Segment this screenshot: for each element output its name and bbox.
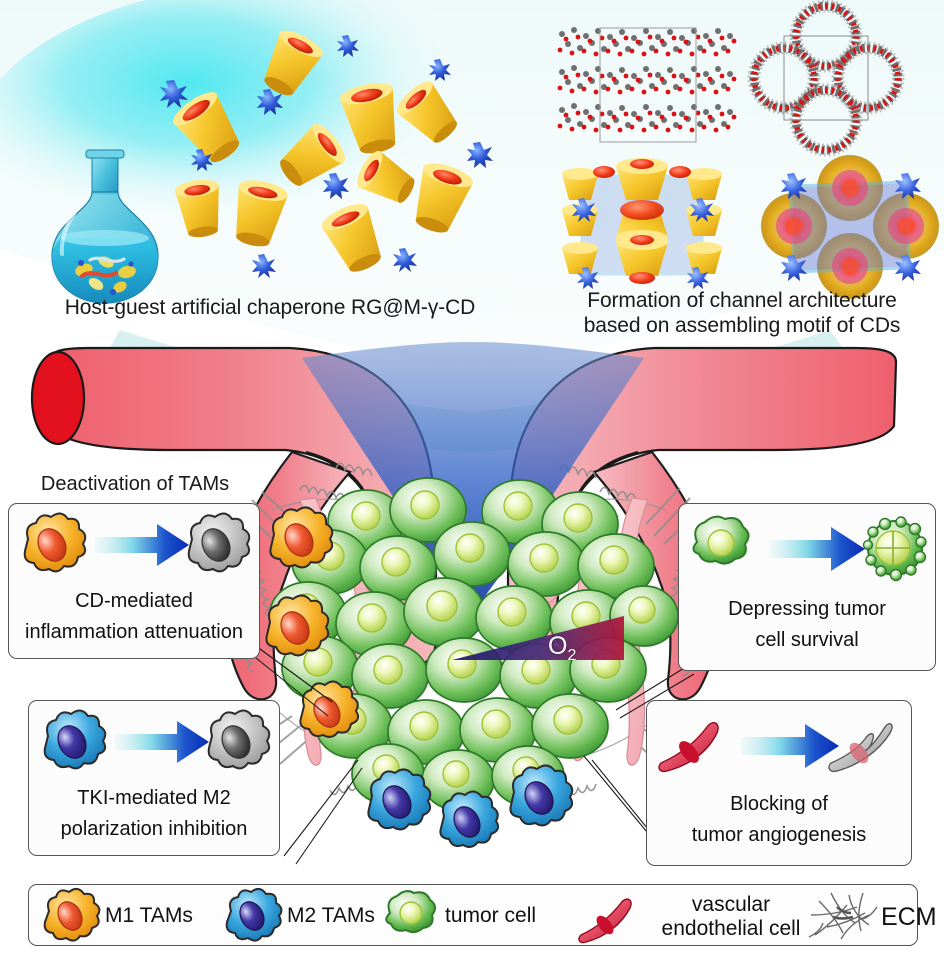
oxygen-gradient-label: O2 xyxy=(548,632,577,664)
tumor-cell xyxy=(351,643,429,709)
legend-label-m1-tams: M1 TAMs xyxy=(105,904,193,927)
legend-label-vascular-endothelial-cell: vascular endothelial cell xyxy=(641,893,821,941)
tumor-cell xyxy=(459,697,537,763)
cd-unit xyxy=(280,123,345,186)
cd-unit xyxy=(264,30,323,96)
cd-ring-top-front xyxy=(776,170,924,284)
callout-line2: polarization inhibition xyxy=(60,818,248,840)
molecular-lattice xyxy=(557,27,737,133)
callout-line1: Depressing tumor xyxy=(728,598,886,620)
caption-top-right-line2: based on assembling motif of CDs xyxy=(583,313,901,337)
cd-unit xyxy=(321,204,381,272)
tumor-cell xyxy=(425,637,503,703)
callout-box-tki-m2-polarization[interactable]: TKI-mediated M2 polarization inhibition xyxy=(28,700,280,856)
nanoparticle-delivery-funnel xyxy=(302,342,644,626)
cd-unit xyxy=(175,179,219,238)
callout-box-deactivation-tams[interactable]: CD-mediated inflammation attenuation xyxy=(8,503,260,659)
callout-text-tumor-survival: Depressing tumor cell survival xyxy=(679,594,935,656)
cd-unit xyxy=(396,81,458,143)
callout-line2: cell survival xyxy=(755,629,859,651)
callout-box-depressing-tumor-cell-survival[interactable]: Depressing tumor cell survival xyxy=(678,503,936,671)
callout-line2: inflammation attenuation xyxy=(25,621,243,643)
flask-highlight xyxy=(59,212,76,256)
m1-tam-icon xyxy=(23,512,87,573)
inhibited-endothelial-cell-icon xyxy=(828,723,893,773)
cd-unit xyxy=(173,92,240,163)
callout-text-angiogenesis: Blocking of tumor angiogenesis xyxy=(647,789,911,851)
legend-icon-m1-tam xyxy=(43,888,101,942)
tumor-cell xyxy=(577,533,655,599)
blue-gradient-arrow-right xyxy=(769,527,865,571)
cd-cone-grid xyxy=(562,158,722,284)
legend-icon-ecm xyxy=(808,892,878,940)
caption-top-right-line1: Formation of channel architecture xyxy=(587,289,897,312)
tumor-cell xyxy=(433,521,511,587)
vessel-lumen xyxy=(30,350,86,446)
legend-label-line1: vascular xyxy=(691,893,771,916)
callout-line2: tumor angiogenesis xyxy=(691,824,867,846)
flask-liquid xyxy=(52,238,158,303)
flask-rim xyxy=(85,149,125,159)
legend-label-ecm: ECM xyxy=(881,903,937,931)
legend-icon-tumor-cell xyxy=(385,890,436,934)
tumor-cell xyxy=(531,693,609,759)
legend: M1 TAMs M2 TAMs tumor cell vascular endo… xyxy=(28,884,937,946)
tumor-cell xyxy=(359,535,437,601)
crystal-structure-side-view xyxy=(557,27,737,143)
cyclodextrin-nanoparticle-cluster xyxy=(160,30,493,278)
tumor-cell xyxy=(609,585,679,647)
caption-top-left: Host-guest artificial chaperone RG@M-γ-C… xyxy=(64,296,476,319)
deactivated-macrophage-icon xyxy=(207,709,271,770)
cd-unit xyxy=(236,180,288,247)
m1-tam-cell xyxy=(265,506,360,738)
legend-label-m2-tams: M2 TAMs xyxy=(287,904,375,927)
channel-architecture-side-view xyxy=(562,158,722,289)
metal-cluster xyxy=(781,173,921,281)
deactivated-macrophage-icon xyxy=(187,512,251,573)
callout-icons-tki-m2 xyxy=(43,709,271,770)
channel-architecture-top-view xyxy=(761,155,939,299)
callout-icons-deactivation-tams xyxy=(23,512,251,573)
blue-gradient-arrow-right xyxy=(95,524,189,566)
callout-icons-tumor-survival xyxy=(692,515,927,582)
callout-box-blocking-tumor-angiogenesis[interactable]: Blocking of tumor angiogenesis xyxy=(646,700,912,866)
callout-line1: TKI-mediated M2 xyxy=(77,787,231,809)
tumor-cell xyxy=(403,577,485,647)
cd-unit xyxy=(339,83,396,154)
callout-heading-deactivation-tams: Deactivation of TAMs xyxy=(40,473,230,495)
oxygen-gradient-wedge xyxy=(452,616,624,660)
callout-leader-lines xyxy=(255,645,695,865)
crystal-structure-top-view xyxy=(762,14,932,164)
legend-icon-vascular-endothelial-cell xyxy=(578,898,632,944)
apoptotic-tumor-cell-icon xyxy=(862,516,927,582)
callout-line1: CD-mediated xyxy=(75,590,193,612)
tumor-cell xyxy=(389,477,467,543)
m2-tam-icon xyxy=(43,709,107,770)
flask-panel xyxy=(51,149,159,304)
metal-cluster xyxy=(160,35,493,278)
legend-label-tumor-cell: tumor cell xyxy=(445,904,537,927)
tumor-cell xyxy=(335,591,413,657)
liquid-surface xyxy=(61,230,149,246)
cd-unit xyxy=(357,150,415,203)
tumor-cell-icon xyxy=(692,515,750,565)
cd-unit xyxy=(415,163,473,233)
metal-cluster xyxy=(572,198,714,289)
legend-label-line2: endothelial cell xyxy=(661,917,801,941)
flask-contents xyxy=(75,256,136,295)
blue-gradient-arrow-right xyxy=(741,724,839,768)
blue-gradient-arrow-right xyxy=(115,721,209,763)
callout-text-deactivation-tams: CD-mediated inflammation attenuation xyxy=(9,586,259,648)
legend-icon-m2-tam xyxy=(225,888,283,942)
caption-top-right: Formation of channel architecture based … xyxy=(540,289,944,339)
m2-tam-cell xyxy=(367,764,574,848)
callout-icons-angiogenesis xyxy=(658,722,893,773)
vascular-endothelial-cell-icon xyxy=(658,722,719,773)
callout-line1: Blocking of xyxy=(730,793,828,815)
callout-text-tki-m2: TKI-mediated M2 polarization inhibition xyxy=(29,783,279,845)
tumor-cell xyxy=(507,531,585,597)
